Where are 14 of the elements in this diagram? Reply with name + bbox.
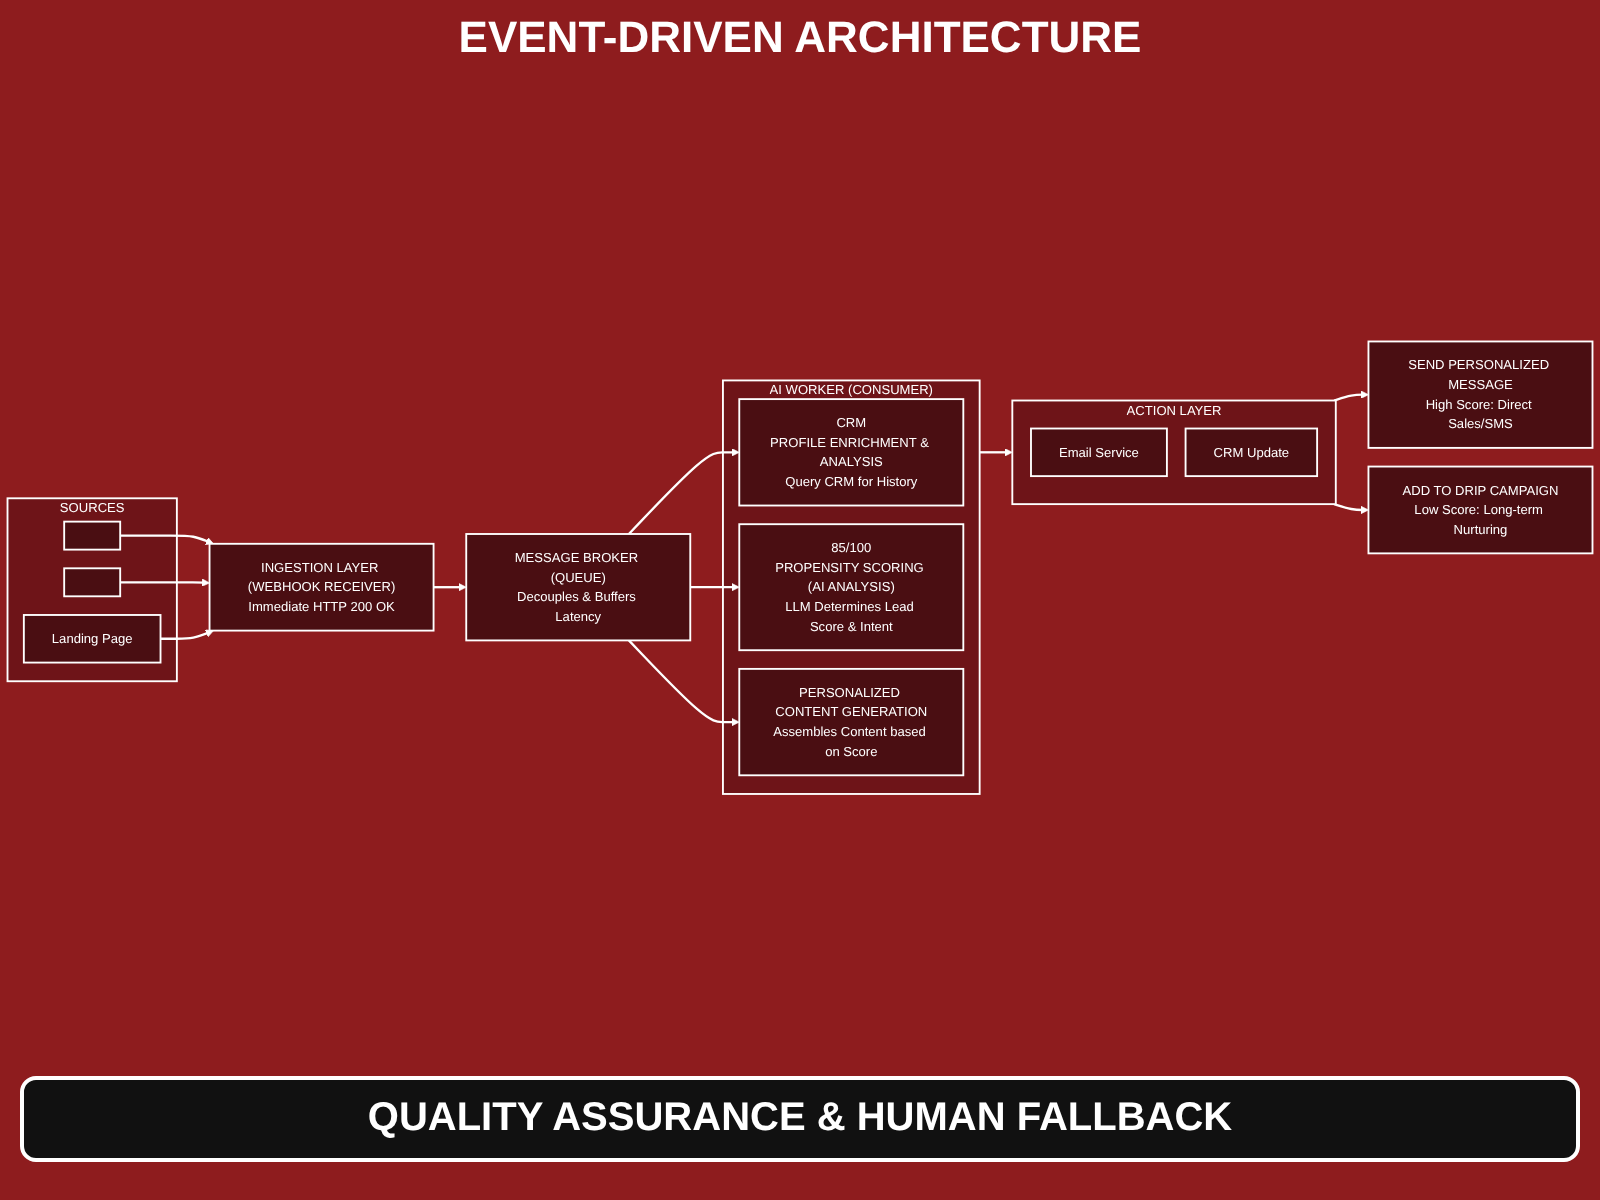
node-box <box>63 567 122 598</box>
arrow <box>1333 503 1369 515</box>
diagram-title: EVENT-DRIVEN ARCHITECTURE <box>456 12 1144 64</box>
footer-banner: QUALITY ASSURANCE & HUMAN FALLBACK <box>20 1076 1580 1162</box>
arrow <box>1333 390 1369 402</box>
node-box <box>63 520 122 551</box>
arrow <box>979 448 1013 457</box>
arrow <box>160 629 214 641</box>
arrow <box>120 534 214 546</box>
arrow <box>628 639 740 727</box>
arrow <box>690 583 740 592</box>
arrow <box>433 583 467 592</box>
arrow <box>628 448 740 536</box>
arrow <box>120 578 210 588</box>
